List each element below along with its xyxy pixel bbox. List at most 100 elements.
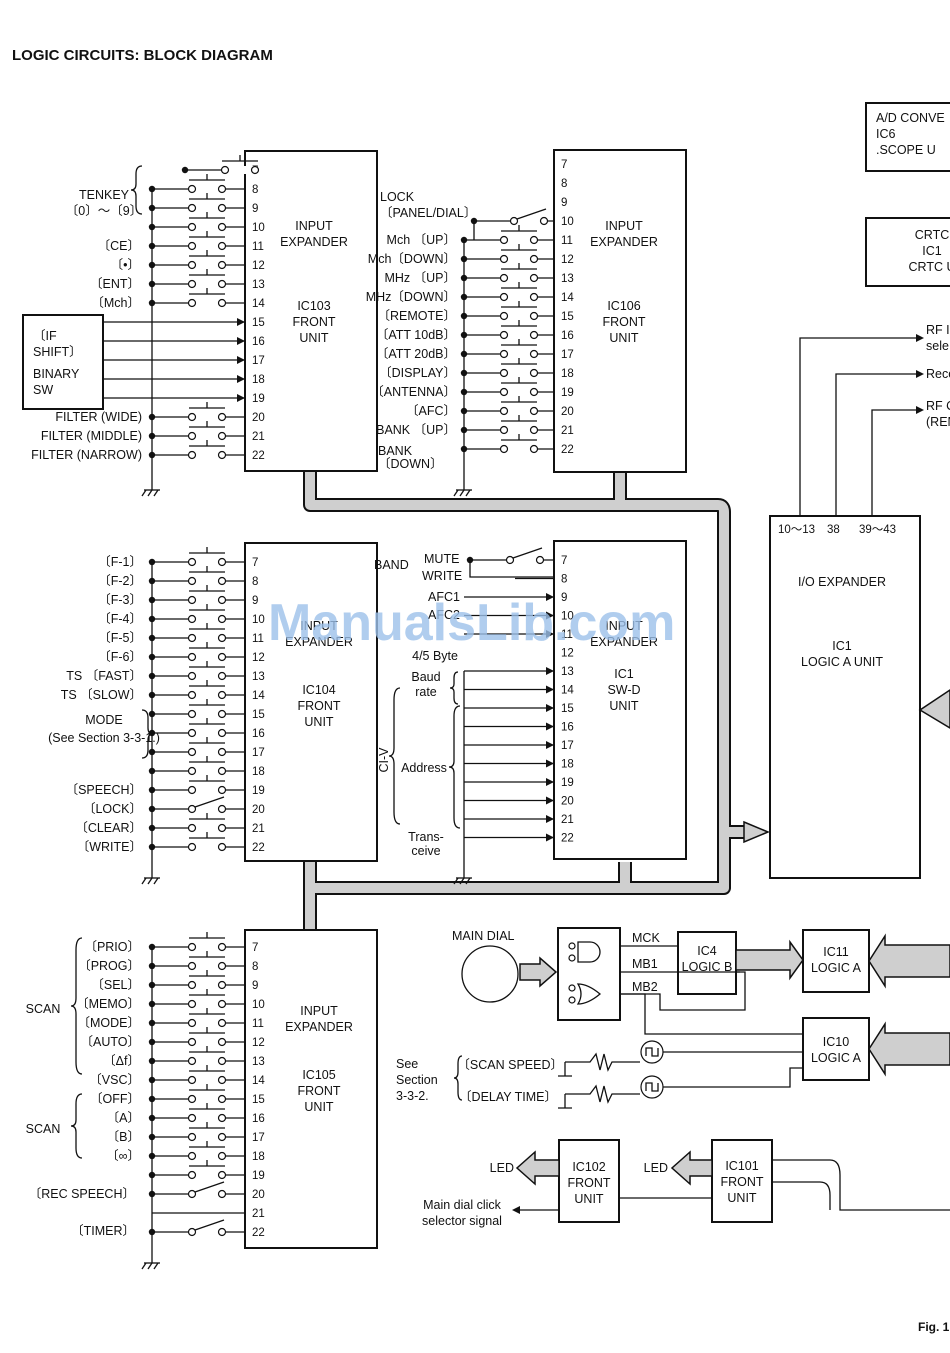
ic104-sw-15-node	[148, 843, 156, 851]
ic106-pin-17: 17	[561, 349, 574, 361]
ic105-pin-12: 12	[252, 1037, 265, 1049]
ic1swd-pin-22: 22	[561, 833, 574, 845]
ic1swd-pin-9: 9	[561, 592, 567, 604]
adc-text-line-1: IC6	[876, 127, 896, 141]
ic1swd-pin-19: 19	[561, 777, 574, 789]
ic1swd-pin-21: 21	[561, 814, 574, 826]
ic105-scan2-1: 〔A〕	[107, 1111, 140, 1125]
ic106-pin-18: 18	[561, 368, 574, 380]
ic103-label-1: 〔•〕	[111, 258, 140, 272]
ic104-text-line-4: IC104	[302, 683, 335, 697]
ic1swd-pin-7: 7	[561, 555, 567, 567]
ic105-timer: 〔TIMER〕	[71, 1224, 135, 1238]
ic103-pin-16: 16	[252, 336, 265, 348]
ic106-pin-20: 20	[561, 406, 574, 418]
ic104-label-7: TS 〔SLOW〕	[61, 688, 142, 702]
ic103-sw-1-node	[148, 185, 156, 193]
ic105-box	[244, 929, 378, 1249]
ic104-pin-19: 19	[252, 785, 265, 797]
ic105-scan1-7: 〔VSC〕	[89, 1073, 140, 1087]
adc-text-line-0: A/D CONVE	[876, 111, 945, 125]
data-bus	[303, 472, 770, 933]
ic106-label-2: MHz 〔UP〕	[384, 271, 456, 285]
ic105-rec: 〔REC SPEECH〕	[29, 1187, 135, 1201]
ic106-pin-8: 8	[561, 178, 567, 190]
main-dial-label: MAIN DIAL	[452, 929, 515, 943]
ic102-text-line-2: UNIT	[574, 1192, 604, 1206]
ic104-pin-17: 17	[252, 747, 265, 759]
mb1-label: MB1	[632, 957, 658, 971]
ic104-sw-14-node	[148, 824, 156, 832]
click-text-line-1: selector signal	[422, 1214, 502, 1228]
ic104-box	[244, 542, 378, 862]
ic105-sw-5-node	[148, 1038, 156, 1046]
ic105-scan1-6: 〔Δf〕	[103, 1054, 140, 1068]
ic106-pin-19: 19	[561, 387, 574, 399]
ic104-sw-12-node	[148, 786, 156, 794]
ic105-pin-16: 16	[252, 1113, 265, 1125]
see-text-line-2: 3-3-2.	[396, 1089, 429, 1103]
ic104-mode-line-0: MODE	[85, 713, 123, 727]
ic104-pin-12: 12	[252, 652, 265, 664]
ic106-label-0: Mch 〔UP〕	[387, 233, 456, 247]
ic105-pin-14: 14	[252, 1075, 265, 1087]
adc-scope-box	[865, 102, 950, 172]
ic104-pin-10: 10	[252, 614, 265, 626]
ic103-pin-14: 14	[252, 298, 265, 310]
ic105-scan2-3: 〔∞〕	[106, 1149, 140, 1163]
ic103-sw-4-node	[148, 242, 156, 250]
swd-afc-line-1: AFC2	[428, 608, 460, 622]
ic104-pin-14: 14	[252, 690, 265, 702]
ic103-text-line-0: INPUT	[295, 219, 333, 233]
ic106-label-1: Mch〔DOWN〕	[368, 252, 456, 266]
ic106-sw-14-node	[460, 426, 468, 434]
gate-box	[557, 927, 621, 1021]
ic104-pin-18: 18	[252, 766, 265, 778]
ic1swd-pin-17: 17	[561, 740, 574, 752]
ic105-sw-7-node	[148, 1076, 156, 1084]
ic106-label-6: 〔ATT 20dB〕	[376, 347, 456, 361]
ic106-lock-line-0: LOCK	[380, 190, 415, 204]
ic105-text-line-6: UNIT	[304, 1100, 334, 1114]
swd-band: BAND	[374, 558, 409, 572]
ic105-scan2-2: 〔B〕	[107, 1130, 140, 1144]
ic103-pin-8: 8	[252, 184, 258, 196]
ic103-sw-6-node	[148, 280, 156, 288]
ic102-text-line-0: IC102	[572, 1160, 605, 1174]
ic105-pin-11: 11	[252, 1018, 264, 1030]
ic103-pin-21: 21	[252, 431, 265, 443]
io-input-arrow	[918, 689, 950, 729]
ic104-mode-line-1: (See Section 3-3-1.)	[48, 731, 160, 745]
ic105-scan1-1: 〔PROG〕	[78, 959, 140, 973]
ic1swd-pin-8: 8	[561, 574, 567, 586]
ic104-label2-2: 〔CLEAR〕	[75, 821, 142, 835]
scan-speed-label: 〔SCAN SPEED〕	[457, 1058, 563, 1072]
ic104-sw-1-node	[148, 577, 156, 585]
ic105-sw-2-node	[148, 981, 156, 989]
ic106-text-line-0: INPUT	[605, 219, 643, 233]
ic105-scan2-0: 〔OFF〕	[90, 1092, 140, 1106]
ic103-pin-9: 9	[252, 203, 258, 215]
ic101-text-line-2: UNIT	[727, 1191, 757, 1205]
ic10-text-line-1: LOGIC A	[811, 1051, 862, 1065]
ic106-bankdown-line-1: 〔DOWN〕	[378, 457, 443, 471]
rf2-text-line-1: (REM	[926, 415, 950, 429]
ic104-pin-20: 20	[252, 804, 265, 816]
ic105-pin-18: 18	[252, 1151, 265, 1163]
ic105-scan1-4: 〔MODE〕	[77, 1016, 140, 1030]
ic106-text-line-6: FRONT	[602, 315, 645, 329]
dial-arrow	[519, 956, 558, 988]
ic102-box	[558, 1139, 620, 1223]
ic105-text-line-1: EXPANDER	[285, 1020, 353, 1034]
ic104-label-3: 〔F-4〕	[98, 612, 142, 626]
crtc-text-line-0: CRTC	[915, 228, 950, 242]
ic106-pin-15: 15	[561, 311, 574, 323]
if-shift-binary-box	[22, 314, 104, 410]
diagram-title: LOGIC CIRCUITS: BLOCK DIAGRAM	[12, 47, 273, 64]
ic104-pin-16: 16	[252, 728, 265, 740]
ic1swd-text-line-0: INPUT	[605, 619, 643, 633]
ic1swd-text-line-4: SW-D	[607, 683, 640, 697]
ic106-text-line-5: IC106	[607, 299, 640, 313]
ic104-sw-5-node	[148, 653, 156, 661]
